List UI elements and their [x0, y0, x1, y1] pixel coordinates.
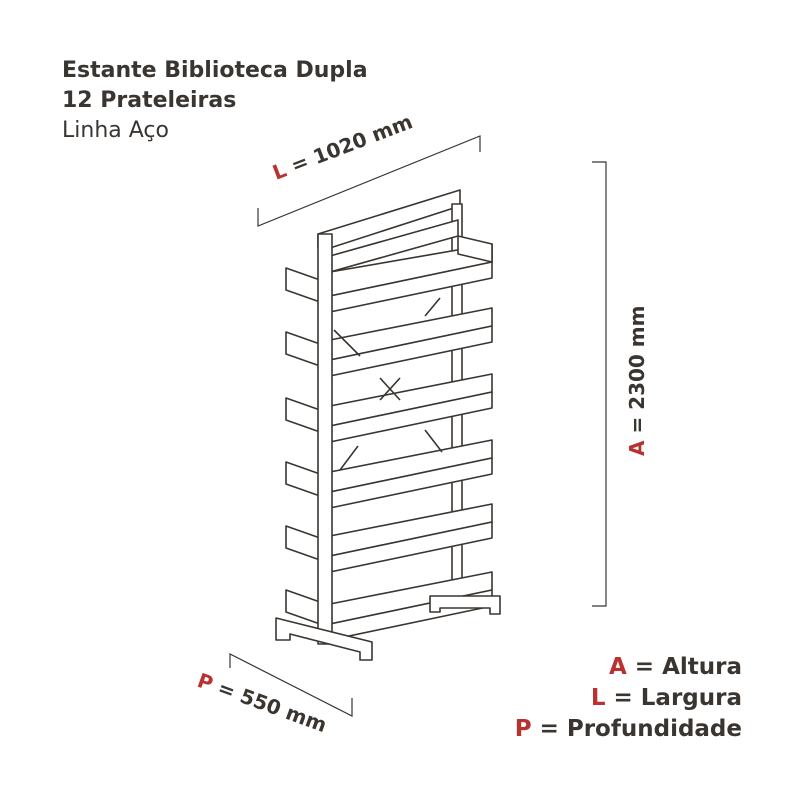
height-dimension-line: [592, 161, 607, 607]
legend-text: = Altura: [626, 654, 742, 680]
product-line: Linha Aço: [62, 118, 169, 143]
legend-item-height: A = Altura: [515, 652, 742, 683]
legend-letter: L: [590, 685, 606, 711]
legend-item-width: L = Largura: [515, 683, 742, 714]
width-dimension-line: [257, 135, 481, 227]
dimension-lines: [229, 135, 607, 717]
legend-letter: A: [608, 654, 627, 680]
shelf-count: 12 Prateleiras: [62, 88, 237, 113]
depth-dimension-line: [229, 653, 353, 717]
legend-item-depth: P = Profundidade: [515, 714, 742, 745]
shelf-level-2: [285, 297, 493, 377]
front-upright: [317, 233, 333, 645]
dimension-legend: A = Altura L = Largura P = Profundidade: [515, 652, 742, 745]
depth-dimension-label: P = 550 mm: [194, 668, 330, 737]
legend-text: = Profundidade: [531, 716, 742, 742]
bookshelf-drawing: [275, 189, 501, 661]
width-dimension-label: L = 1020 mm: [269, 109, 416, 184]
legend-letter: P: [514, 716, 532, 742]
product-title-block: Estante Biblioteca Dupla 12 Prateleiras …: [62, 56, 368, 146]
base-foot-front: [275, 617, 373, 661]
product-title: Estante Biblioteca Dupla: [62, 58, 368, 83]
shelf-level-1: [285, 219, 493, 313]
height-dimension-label: A = 2300 mm: [625, 306, 649, 456]
legend-text: = Largura: [605, 685, 742, 711]
base-foot-rear: [429, 595, 501, 615]
